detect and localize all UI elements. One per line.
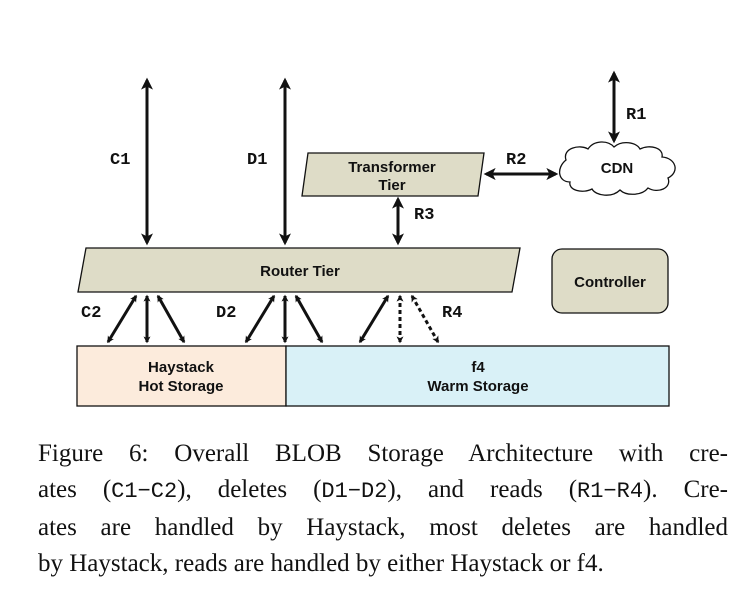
router-tier-label: Router Tier <box>260 263 340 280</box>
r4-arrow-right <box>410 294 440 344</box>
caption-line-1: Figure 6: Overall BLOB Storage Architect… <box>38 440 728 467</box>
caption-text: ates ( <box>38 476 112 503</box>
transformer-tier-label-2: Tier <box>378 177 405 194</box>
r1-label: R1 <box>626 106 646 125</box>
caption-code-reads: R1−R4 <box>577 479 644 504</box>
d2-arrow-right <box>294 294 324 344</box>
transformer-tier-label-1: Transformer <box>348 159 436 176</box>
r4-arrow-left <box>358 294 390 344</box>
caption-text: ). Cre- <box>643 476 728 503</box>
c1-label: C1 <box>110 151 130 170</box>
haystack-box <box>76 345 287 407</box>
figure-caption: Figure 6: Overall BLOB Storage Architect… <box>38 436 728 582</box>
f4-box <box>285 345 670 407</box>
caption-text: ), and reads ( <box>387 476 578 503</box>
f4-label-2: Warm Storage <box>427 378 528 395</box>
f4-label-1: f4 <box>471 359 485 376</box>
architecture-diagram: C1 D1 Transformer Tier R3 CDN R1 R2 Rout… <box>76 70 676 407</box>
caption-line-4: by Haystack, reads are handled by either… <box>38 550 604 577</box>
caption-line-3: ates are handled by Haystack, most delet… <box>38 514 728 541</box>
caption-code-deletes: D1−D2 <box>321 479 388 504</box>
d1-label: D1 <box>247 151 267 170</box>
cdn-label: CDN <box>601 160 634 177</box>
r3-label: R3 <box>414 206 434 225</box>
controller-label: Controller <box>574 274 646 291</box>
haystack-label-1: Haystack <box>148 359 215 376</box>
c2-arrow-left <box>106 294 138 344</box>
caption-text: ), deletes ( <box>177 476 322 503</box>
d2-arrow-left <box>244 294 276 344</box>
transformer-tier-box <box>301 152 485 197</box>
c2-label: C2 <box>81 304 101 323</box>
router-tier-box <box>77 247 521 293</box>
r4-label: R4 <box>442 304 462 323</box>
controller-box <box>551 248 669 314</box>
d2-label: D2 <box>216 304 236 323</box>
c2-arrow-right <box>156 294 186 344</box>
caption-code-creates: C1−C2 <box>111 479 178 504</box>
r2-label: R2 <box>506 151 526 170</box>
haystack-label-2: Hot Storage <box>138 378 223 395</box>
cdn-cloud <box>559 141 676 196</box>
caption-line-2: ates (C1−C2), deletes (D1−D2), and reads… <box>38 472 728 510</box>
